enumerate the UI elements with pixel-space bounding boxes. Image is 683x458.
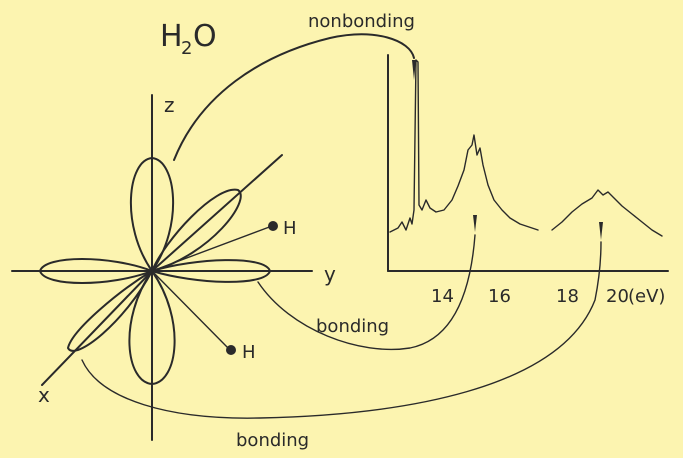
tick-label-20: 20: [606, 286, 629, 307]
bonding-peak-marker-mid: [473, 215, 477, 232]
tick-label-18: 18: [556, 286, 579, 307]
oh-bond-upper: [151, 225, 273, 272]
py-right-lobe: [151, 259, 271, 283]
hydrogen-atom-upper: [268, 221, 278, 231]
hybrid-upper-lobe: [151, 188, 242, 272]
hydrogen-label-lower: H: [242, 342, 256, 363]
z-axis-label: z: [164, 93, 175, 117]
nonbonding-connector: [173, 33, 415, 161]
pz-lower-lobe: [128, 270, 176, 385]
title-h: H: [160, 19, 183, 54]
tick-label-14: 14: [431, 286, 454, 307]
px-lower-lobe: [67, 270, 153, 352]
diagonal-guide-line: [151, 154, 283, 272]
spectrum-trace-first: [389, 59, 539, 233]
nonbonding-peak-marker: [412, 60, 416, 80]
energy-unit-label: (eV): [628, 286, 665, 307]
oh-bond-lower: [151, 270, 231, 351]
x-axis-label: x: [38, 383, 50, 407]
title-subscript: 2: [181, 38, 192, 59]
title-o: O: [193, 19, 217, 54]
tick-label-16: 16: [488, 286, 511, 307]
py-left-lobe: [39, 258, 153, 284]
x-axis: [41, 270, 153, 386]
bonding-connector-high: [81, 241, 602, 419]
spectrum-trace-second: [551, 189, 663, 237]
bonding-connector-mid: [257, 234, 476, 351]
bonding-label-mid: bonding: [316, 316, 389, 337]
pz-upper-lobe: [129, 157, 175, 272]
bonding-peak-marker-high: [599, 222, 603, 240]
bonding-label-bottom: bonding: [236, 430, 309, 451]
nonbonding-label: nonbonding: [308, 11, 415, 32]
y-axis-label: y: [324, 262, 336, 286]
hydrogen-atom-lower: [226, 345, 236, 355]
hydrogen-label-upper: H: [283, 218, 297, 239]
